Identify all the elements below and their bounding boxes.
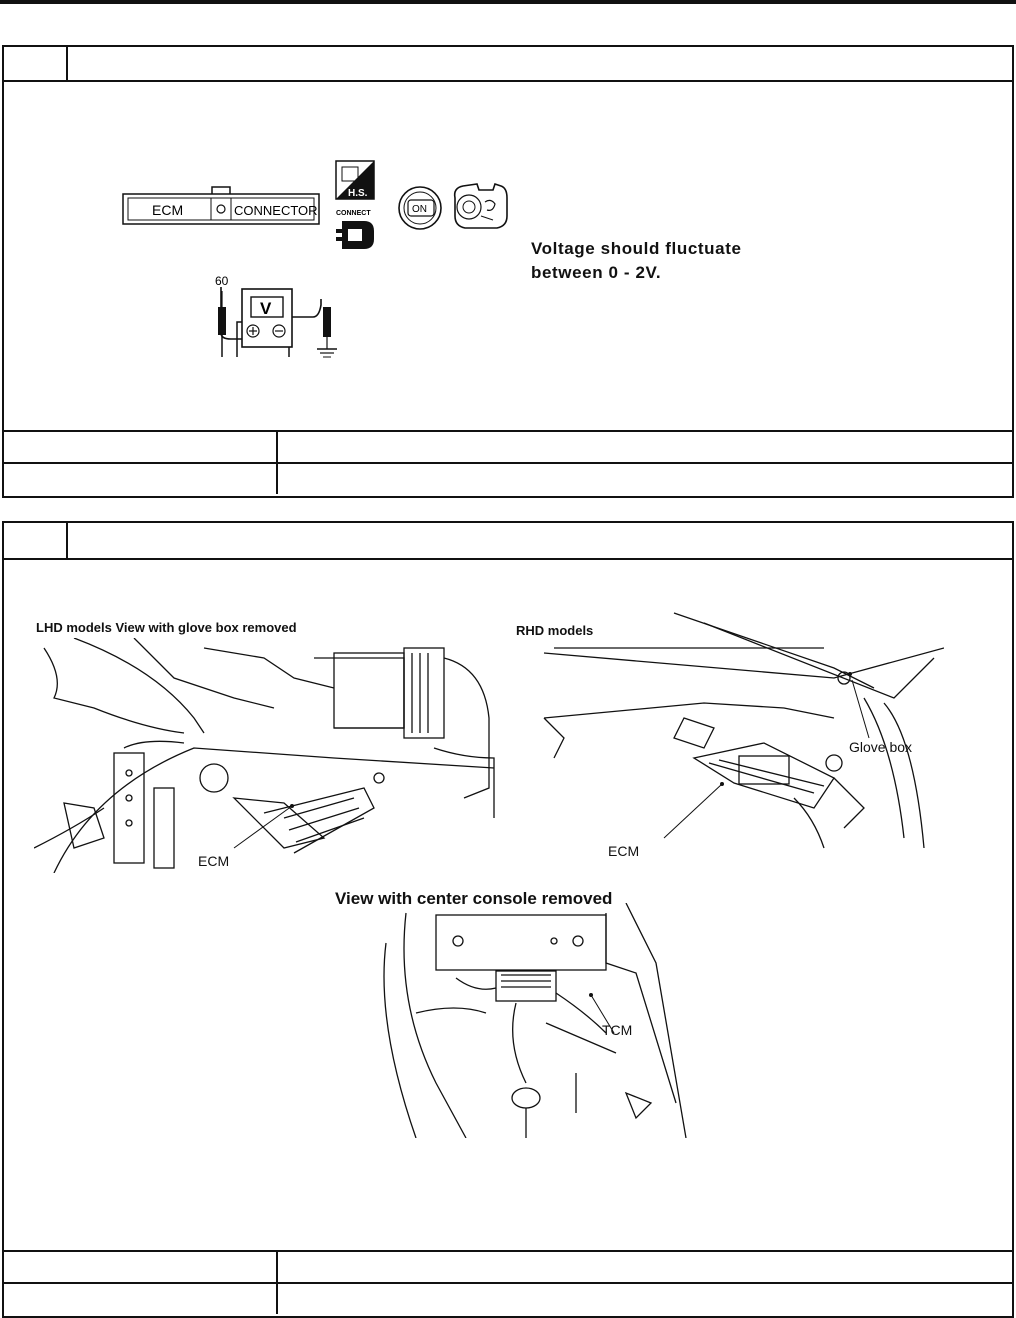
step-box-1: ECM CONNECTOR 60 V H.S. CONNECT xyxy=(2,45,1014,498)
voltage-check-diagram: ECM CONNECTOR 60 xyxy=(122,186,320,357)
lhd-ecm-label: ECM xyxy=(198,853,230,869)
spec-line-2: between 0 - 2V. xyxy=(531,263,662,282)
answer-row-ng-1 xyxy=(4,462,1012,494)
connect-label: CONNECT xyxy=(336,210,371,217)
connector-ecm-label: ECM xyxy=(152,202,183,218)
meter-v-label: V xyxy=(260,299,272,318)
page-top-rule xyxy=(0,0,1016,4)
step-number-cell-2 xyxy=(4,523,68,558)
voltmeter: V xyxy=(220,287,337,358)
console-tcm-illustration xyxy=(383,903,687,1138)
engine-icon xyxy=(453,182,508,229)
step-box-2: LHD models View with glove box removed xyxy=(2,521,1014,1318)
rhd-glovebox-label: Glove box xyxy=(849,739,913,755)
answer-row-ok-2 xyxy=(4,1250,1012,1282)
answer-row-ng-2 xyxy=(4,1282,1012,1314)
rhd-ecm-illustration xyxy=(543,612,944,849)
spec-line-1: Voltage should fluctuate xyxy=(531,239,742,258)
lhd-ecm-illustration xyxy=(34,638,495,873)
hs-connect-icon: H.S. CONNECT xyxy=(335,160,375,249)
answer-row-ok-1 xyxy=(4,430,1012,462)
step-number-cell-1 xyxy=(4,47,68,80)
hs-label: H.S. xyxy=(348,188,368,199)
connector-word-label: CONNECTOR xyxy=(234,203,318,218)
step-header-2 xyxy=(4,523,1012,560)
lhd-title: LHD models View with glove box removed xyxy=(36,620,297,635)
rhd-ecm-label: ECM xyxy=(608,843,640,859)
key-on-label: ON xyxy=(412,204,427,215)
step-header-1 xyxy=(4,47,1012,82)
console-tcm-label: TCM xyxy=(602,1022,633,1038)
ignition-key-icon: ON xyxy=(398,186,442,230)
console-title: View with center console removed xyxy=(335,889,613,908)
pin-number-label: 60 xyxy=(215,274,229,288)
rhd-title: RHD models xyxy=(516,623,594,638)
